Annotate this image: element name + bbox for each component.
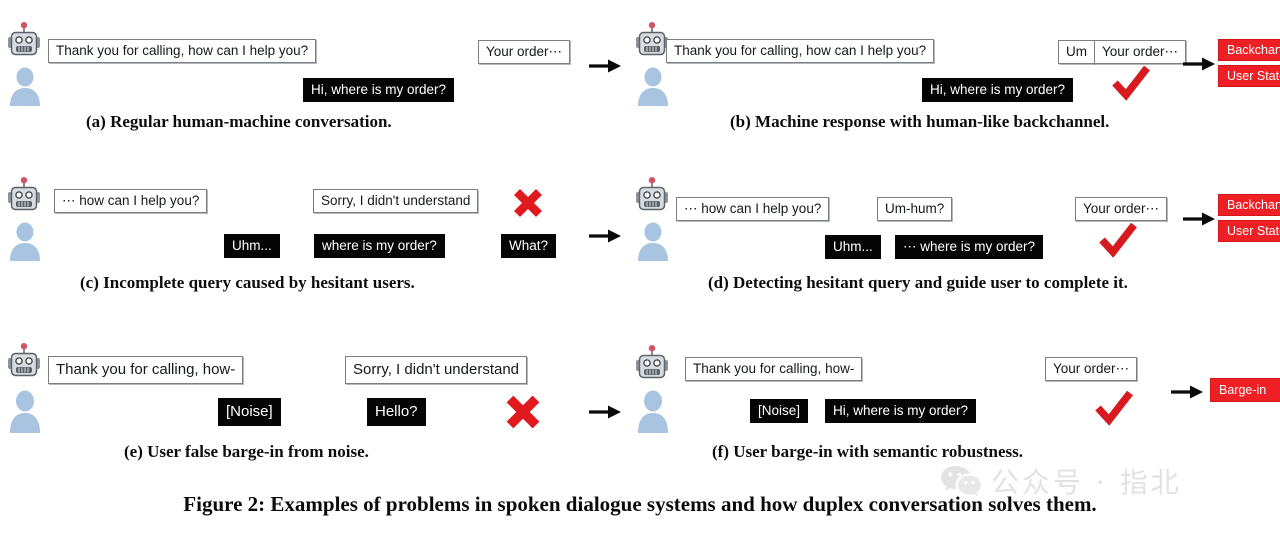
machine-bubble: Thank you for calling, how- <box>48 356 244 384</box>
machine-bubble: Your order⋯ <box>1045 357 1138 381</box>
machine-bubble: Thank you for calling, how can I help yo… <box>48 39 317 63</box>
panel-caption-f: (f) User barge-in with semantic robustne… <box>712 442 1024 461</box>
user-bubble: Hi, where is my order? <box>922 78 1074 102</box>
arrow-right-icon <box>1183 212 1215 226</box>
panel-c: ⋯ how can I help you? Sorry, I didn't un… <box>0 155 621 303</box>
arrow-right-icon <box>589 229 621 243</box>
panel-caption-a: (a) Regular human-machine conversation. <box>86 112 392 131</box>
robot-icon <box>8 22 40 56</box>
machine-bubble: Your order⋯ <box>1094 40 1187 64</box>
cross-mark-icon <box>513 188 543 218</box>
panel-f: Thank you for calling, how- Your order⋯ … <box>620 325 1280 473</box>
robot-icon <box>636 177 668 211</box>
user-bubble: Hello? <box>367 398 426 426</box>
robot-icon <box>636 22 668 56</box>
red-state-box-user-state: User State <box>1218 65 1280 87</box>
cross-mark-icon <box>506 395 540 429</box>
user-bubble: Uhm... <box>825 235 881 259</box>
red-state-box-barge-in: Barge-in <box>1210 378 1280 402</box>
machine-bubble: Um-hum? <box>877 197 953 221</box>
machine-bubble: Thank you for calling, how can I help yo… <box>666 39 935 63</box>
machine-bubble: Your order⋯ <box>478 40 571 64</box>
user-bubble: Uhm... <box>224 234 280 258</box>
check-mark-icon <box>1099 222 1137 258</box>
robot-icon <box>8 343 40 377</box>
person-icon <box>10 67 40 106</box>
arrow-right-icon <box>1183 57 1215 71</box>
red-state-box-user-state: User State <box>1218 220 1280 242</box>
panel-caption-e: (e) User false barge-in from noise. <box>124 442 369 461</box>
machine-bubble: ⋯ how can I help you? <box>676 197 830 221</box>
check-mark-icon <box>1112 65 1150 101</box>
robot-icon <box>8 177 40 211</box>
panel-a: Thank you for calling, how can I help yo… <box>0 0 621 148</box>
user-bubble: where is my order? <box>314 234 445 258</box>
panel-caption-b: (b) Machine response with human-like bac… <box>730 112 1110 131</box>
panel-d: ⋯ how can I help you? Um-hum? Your order… <box>620 155 1280 303</box>
arrow-right-icon <box>589 59 621 73</box>
machine-bubble: Thank you for calling, how- <box>685 357 863 381</box>
person-icon <box>10 390 40 433</box>
figure-caption: Figure 2: Examples of problems in spoken… <box>183 492 1097 516</box>
person-icon <box>638 67 668 106</box>
person-icon <box>638 222 668 261</box>
user-bubble: [Noise] <box>750 399 809 423</box>
person-icon <box>10 222 40 261</box>
machine-bubble: Sorry, I didn't understand <box>313 189 479 213</box>
person-icon <box>638 390 668 433</box>
user-bubble: [Noise] <box>218 398 281 426</box>
user-bubble: Hi, where is my order? <box>303 78 455 102</box>
panel-caption-d: (d) Detecting hesitant query and guide u… <box>708 273 1128 292</box>
panel-b: Thank you for calling, how can I help yo… <box>620 0 1280 148</box>
arrow-right-icon <box>589 405 621 419</box>
check-mark-icon <box>1095 390 1133 426</box>
user-bubble: ⋯ where is my order? <box>895 235 1044 259</box>
machine-bubble: Um <box>1058 40 1095 64</box>
user-bubble: Hi, where is my order? <box>825 399 977 423</box>
arrow-right-icon <box>1171 385 1203 399</box>
machine-bubble: Sorry, I didn't understand <box>345 356 528 384</box>
user-bubble: What? <box>501 234 557 258</box>
robot-icon <box>636 345 668 379</box>
red-state-box-backchannel: Backchannel <box>1218 194 1280 216</box>
red-state-box-backchannel: Backchannel <box>1218 39 1280 61</box>
panel-e: Thank you for calling, how- Sorry, I did… <box>0 325 621 473</box>
machine-bubble: ⋯ how can I help you? <box>54 189 208 213</box>
machine-bubble: Your order⋯ <box>1075 197 1168 221</box>
panel-caption-c: (c) Incomplete query caused by hesitant … <box>80 273 415 292</box>
